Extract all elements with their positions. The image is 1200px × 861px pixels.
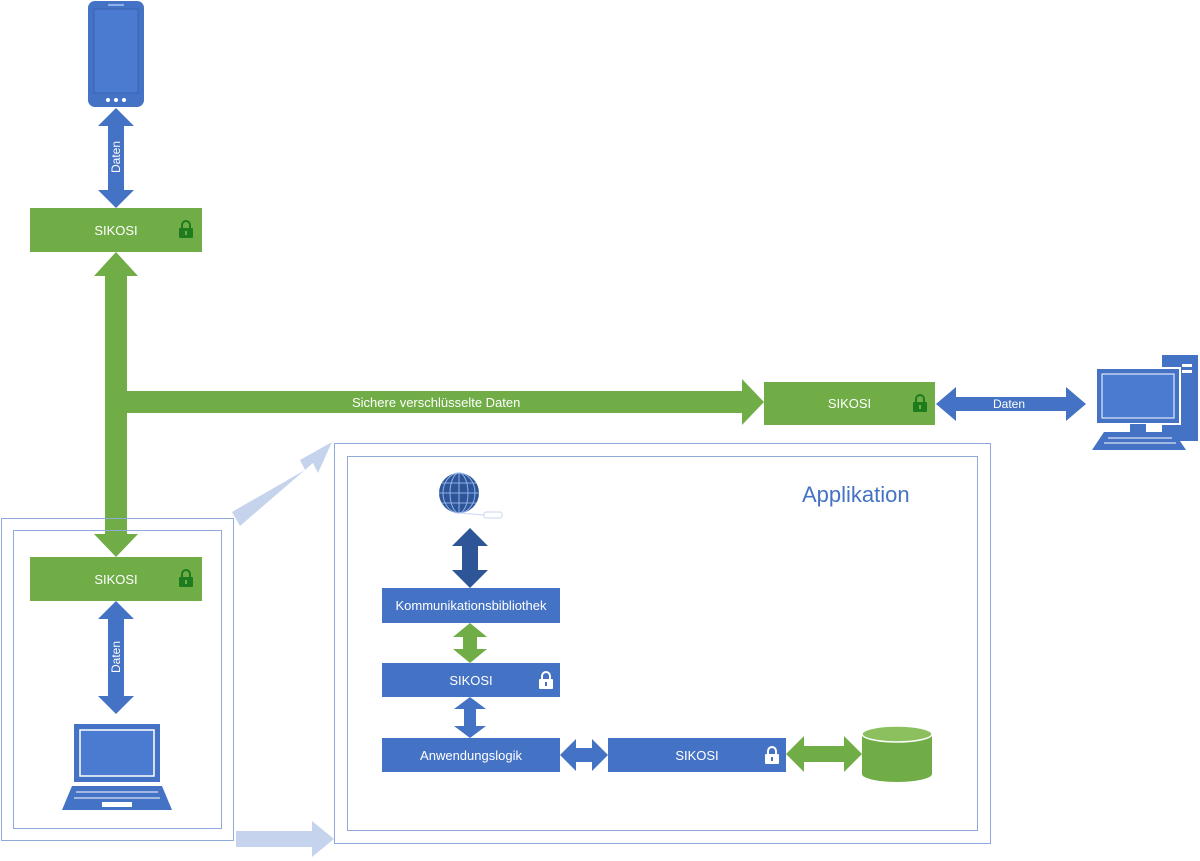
arrow-sikosi-database <box>786 736 862 772</box>
arrow-globe-kommunikation <box>452 528 488 588</box>
globe-icon <box>439 472 503 519</box>
lock-icon <box>179 220 193 238</box>
sikosi-label: SIKOSI <box>94 222 138 238</box>
arrow-phone-sikosi <box>98 108 134 208</box>
arrow-sikosi-anwendungslogik <box>454 697 486 738</box>
light-arrow-lower <box>236 821 334 857</box>
laptop-inner-frame <box>13 530 222 829</box>
smartphone-icon <box>88 1 144 107</box>
daten-label-mobile: Daten <box>109 140 123 174</box>
daten-label-desktop: Daten <box>993 397 1026 411</box>
sikosi-box-laptop: SIKOSI <box>30 557 202 601</box>
lock-icon <box>765 746 779 764</box>
light-arrow-upper <box>232 442 332 526</box>
arrow-sikosi-desktop <box>936 387 1086 421</box>
daten-label-laptop: Daten <box>109 640 123 674</box>
applikation-inner-frame <box>347 456 978 831</box>
sikosi-box-storage: SIKOSI <box>608 738 786 772</box>
applikation-outer-frame <box>334 443 991 844</box>
desktop-computer-icon <box>1092 355 1198 450</box>
arrow-anwendungslogik-sikosi <box>560 739 608 771</box>
anwendungslogik-box: Anwendungslogik <box>382 738 560 772</box>
sikosi-box-desktop: SIKOSI <box>764 382 935 425</box>
green-arrow-vertical <box>94 252 138 557</box>
lock-icon <box>539 671 553 689</box>
sikosi-label: SIKOSI <box>827 396 872 411</box>
secure-data-label: Sichere verschlüsselte Daten <box>352 395 521 410</box>
green-arrow-horizontal <box>125 379 764 425</box>
kommunikationsbibliothek-box: Kommunikationsbibliothek <box>382 588 560 623</box>
sikosi-label: SIKOSI <box>449 672 493 688</box>
sikosi-box-mobile: SIKOSI <box>30 208 202 252</box>
lock-icon <box>913 394 927 412</box>
kommunikationsbibliothek-label: Kommunikationsbibliothek <box>395 598 547 613</box>
arrow-sikosi-laptop <box>98 601 134 714</box>
database-icon <box>861 725 933 782</box>
sikosi-box-app: SIKOSI <box>382 663 560 697</box>
sikosi-label: SIKOSI <box>94 571 138 587</box>
lock-icon <box>179 569 193 587</box>
laptop-outer-frame <box>1 518 234 841</box>
applikation-title: Applikation <box>802 482 910 507</box>
arrow-kommunikation-sikosi <box>453 623 487 663</box>
laptop-icon <box>62 724 172 810</box>
sikosi-label: SIKOSI <box>675 747 719 763</box>
anwendungslogik-label: Anwendungslogik <box>420 747 522 763</box>
